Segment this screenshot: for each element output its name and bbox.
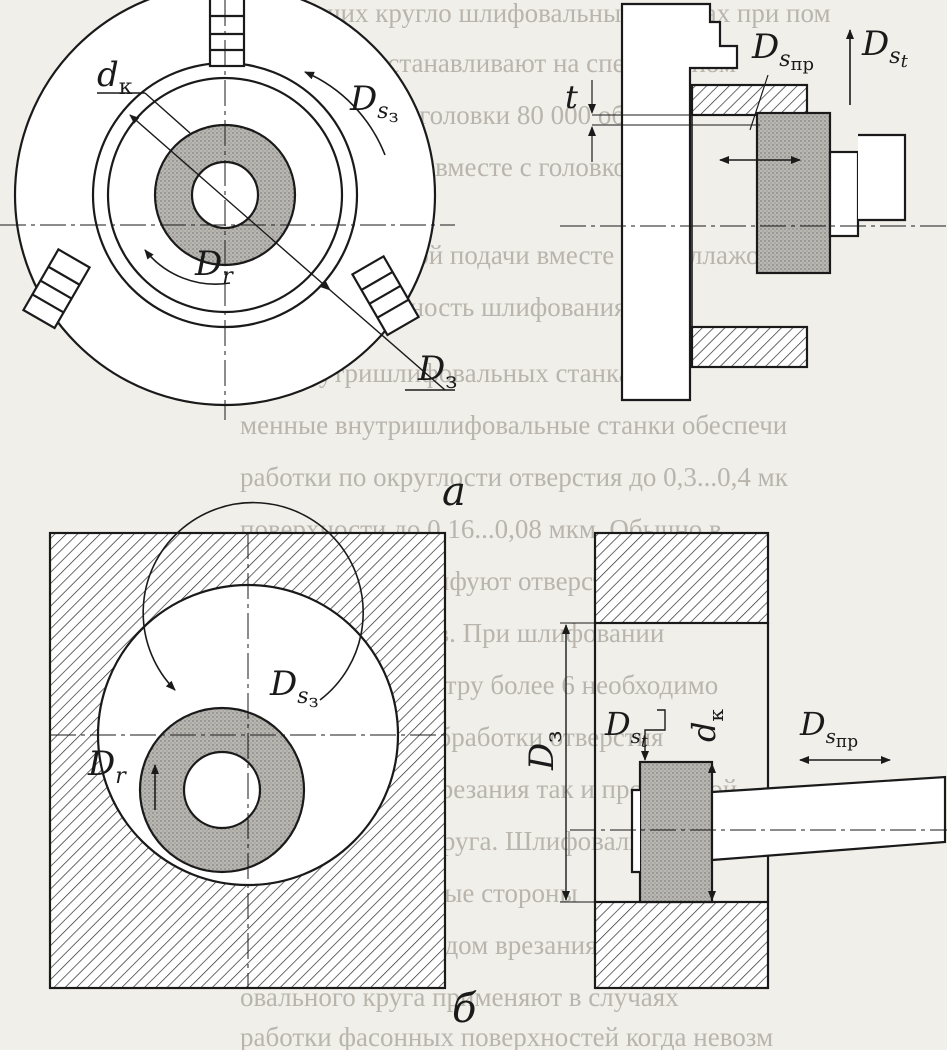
wheel-disc-hole xyxy=(182,750,262,830)
chuck-body-section xyxy=(620,2,739,402)
ds-pr-leader xyxy=(749,74,769,131)
label-dk-b: dк xyxy=(685,709,728,742)
dr-dimension-line xyxy=(129,114,331,291)
bg-line: работки по округлости отверстия до 0,3..… xyxy=(240,462,789,492)
workpiece-bottom-wall xyxy=(593,900,770,990)
jaw-top xyxy=(208,0,246,68)
label-dr: Dr xyxy=(194,244,234,289)
figure-b-labels: Dsз Dr б xyxy=(87,664,477,1032)
label-dz: Dз xyxy=(417,349,457,394)
figure-b-side-labels: Dз Dst dк Dsпр xyxy=(522,705,858,771)
wheel-flange xyxy=(630,788,640,874)
label-ds-pr: Dsпр xyxy=(751,27,814,75)
label-t: t xyxy=(565,78,578,116)
workpiece-rotation-arrow xyxy=(144,249,231,285)
jaw-left xyxy=(21,247,92,330)
figure-a-side-labels: t Dsпр Dst xyxy=(565,24,909,116)
wheel-rotation-arrow xyxy=(304,71,386,156)
label-ds-z-b: Dsз xyxy=(269,664,318,712)
bg-line: менные внутришлифовальные станки обеспеч… xyxy=(240,410,787,440)
figure-a-side-section xyxy=(560,2,947,402)
jaw-right xyxy=(350,254,421,337)
figure-a-labels: dк Dsз Dr Dз а xyxy=(97,55,466,515)
side-wheel-b xyxy=(638,760,714,904)
label-dk: dк xyxy=(97,55,133,100)
workpiece-upper-wall xyxy=(690,83,809,117)
workpiece-top-wall xyxy=(593,531,770,625)
label-ds-pr-b: Dsпр xyxy=(799,705,858,752)
dz-leader xyxy=(329,289,446,391)
wheel-spindle xyxy=(828,150,860,238)
dk-leader-2 xyxy=(144,92,191,134)
label-dr-b: Dr xyxy=(87,744,127,789)
label-ds-t-b: Dst xyxy=(604,705,648,752)
bg-line: работки фасонных поверхностей когда нево… xyxy=(240,1022,773,1050)
label-dz-b: Dз xyxy=(522,731,567,771)
figure-a-chuck-view xyxy=(0,0,455,420)
workpiece-rotation-arrow-b xyxy=(142,501,364,701)
workpiece-lower-wall xyxy=(690,325,809,369)
ds-t-arrow-b xyxy=(641,709,666,761)
figure-caption-b: б xyxy=(452,986,477,1032)
label-ds-t: Dst xyxy=(861,24,909,72)
spindle-shaft xyxy=(858,133,907,222)
figure-caption-a: а xyxy=(442,469,466,515)
side-grinding-wheel xyxy=(755,111,832,275)
figure-b-bore-view xyxy=(48,501,447,990)
figure-b-side-section xyxy=(560,531,947,990)
label-ds-z: Dsз xyxy=(349,79,398,127)
tapered-spindle xyxy=(710,775,947,862)
